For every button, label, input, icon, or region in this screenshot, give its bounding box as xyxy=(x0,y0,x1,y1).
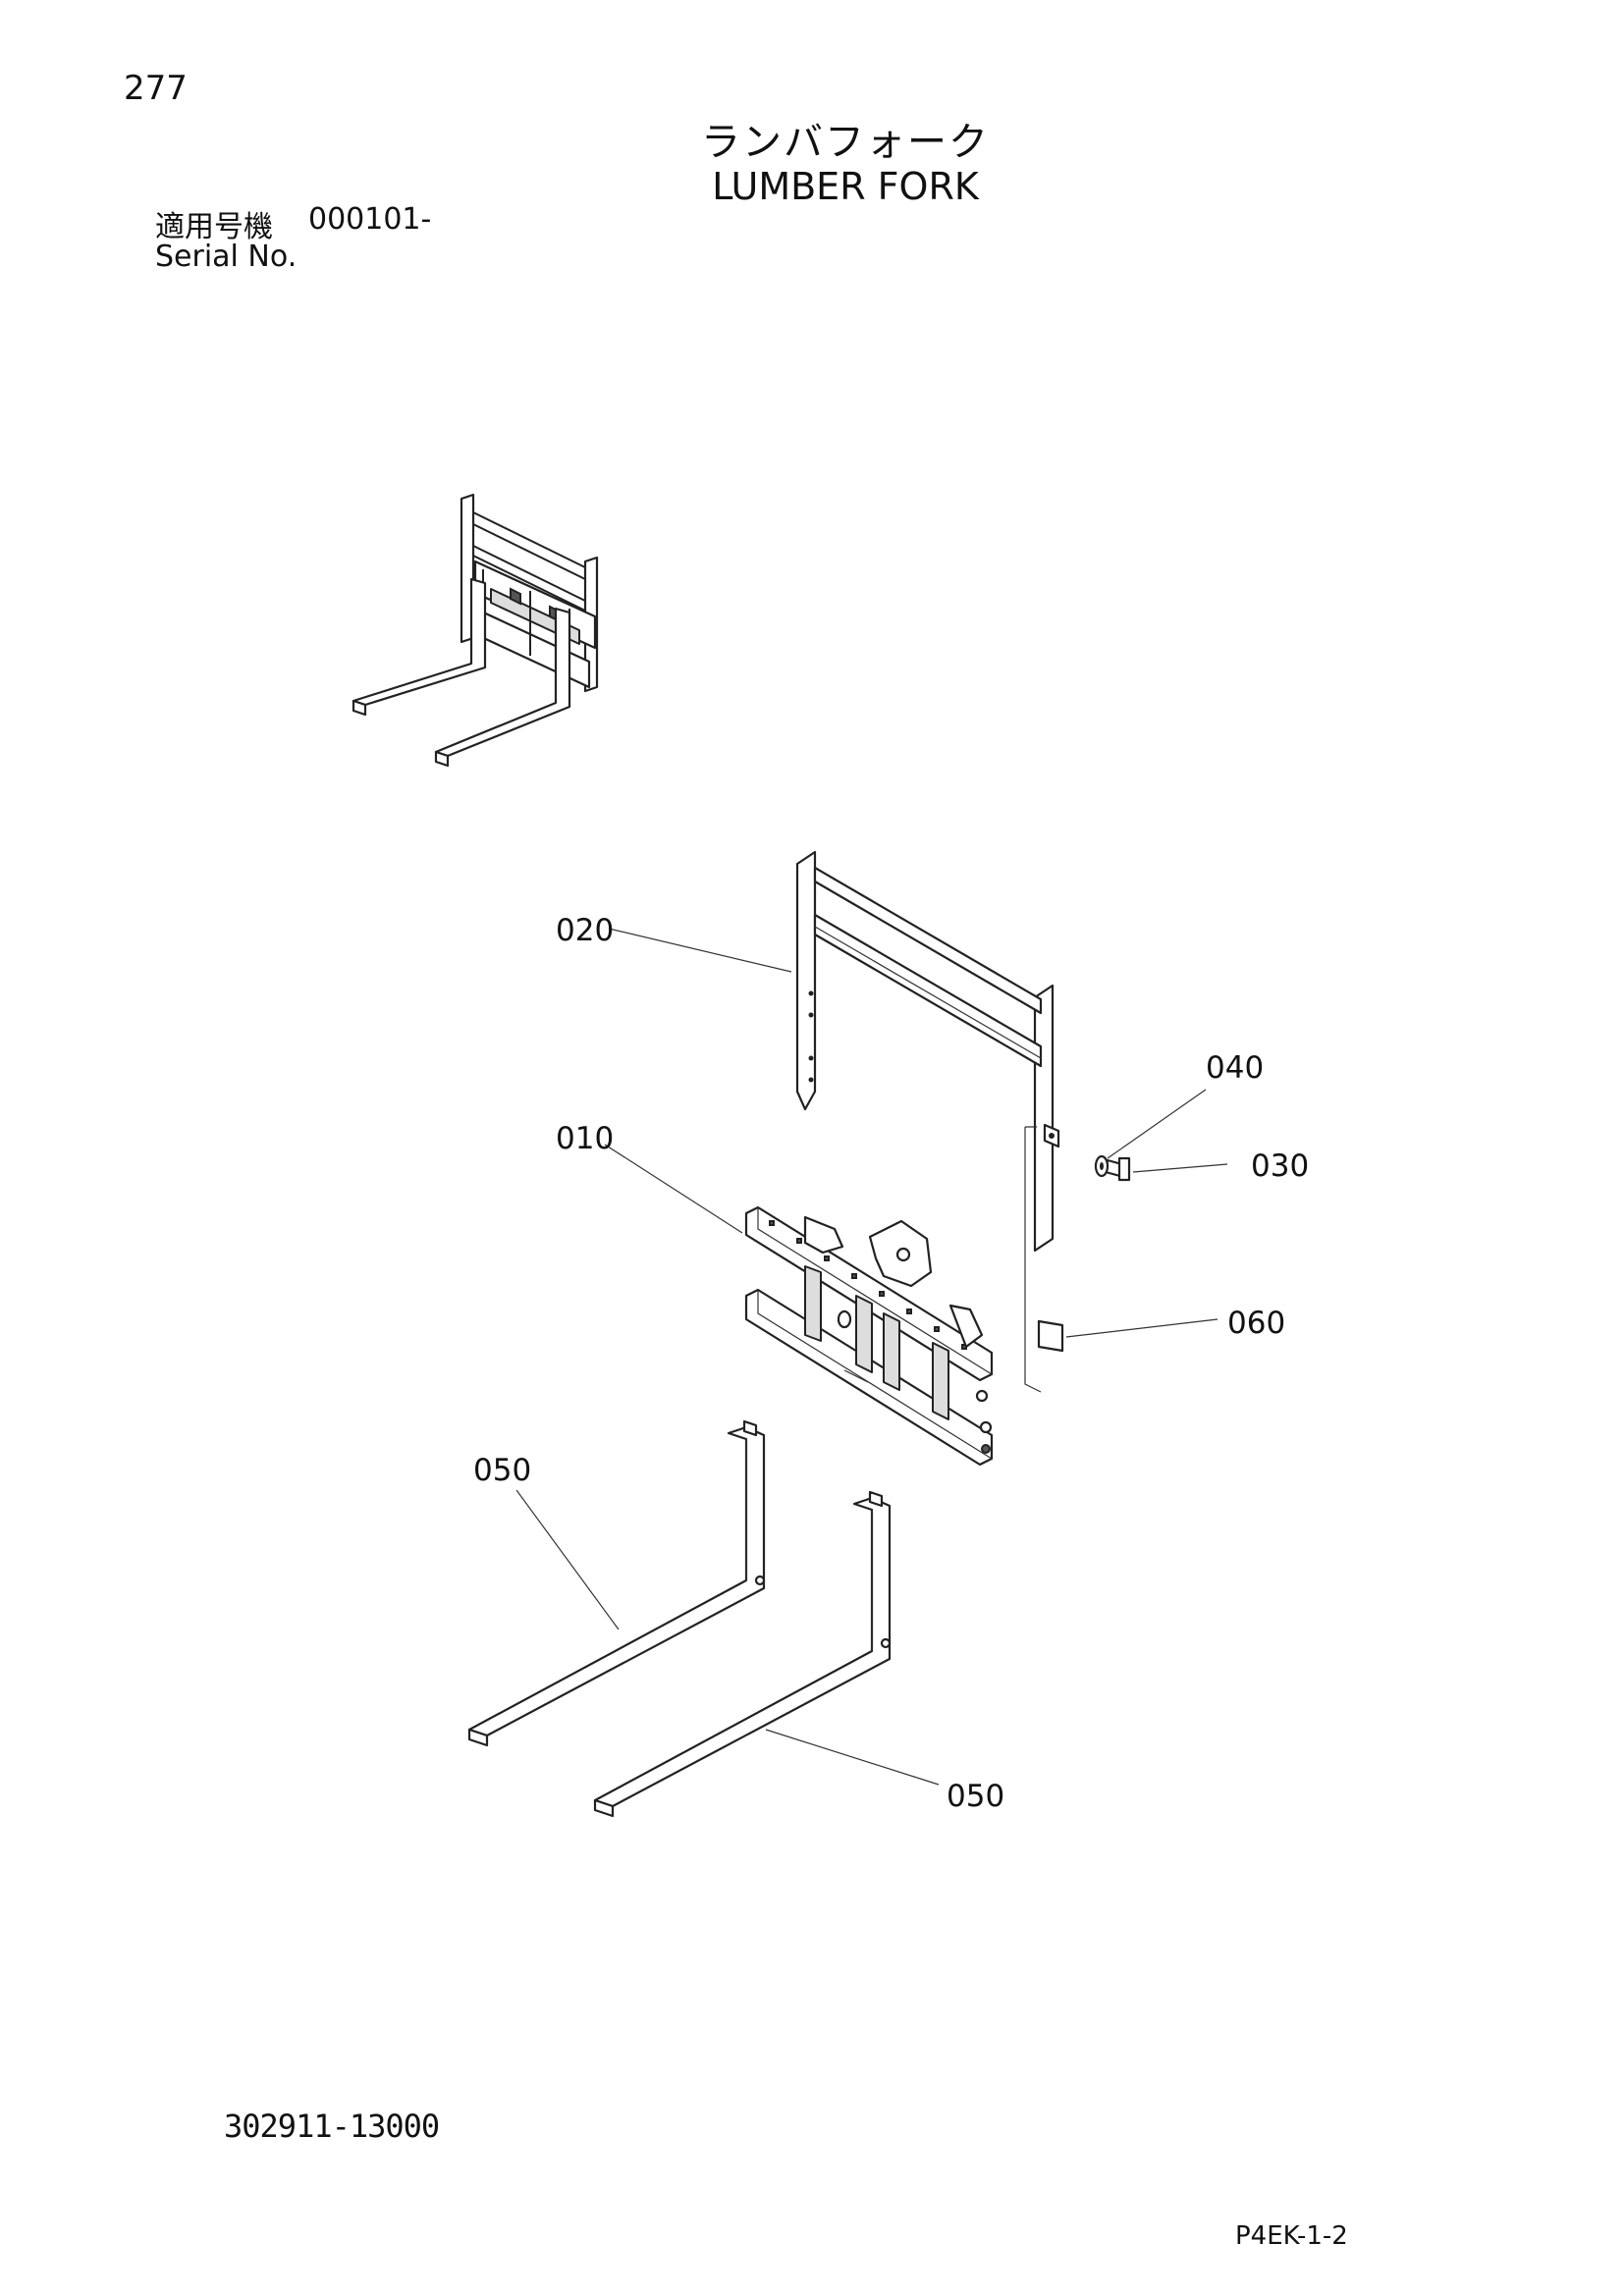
bolt-030 xyxy=(1104,1156,1131,1182)
fork-050-right xyxy=(593,1490,892,1818)
page-number: 277 xyxy=(124,69,188,108)
backrest-frame-020 xyxy=(795,850,1060,1253)
callout-020: 020 xyxy=(556,913,614,948)
fork-carriage-010 xyxy=(744,1205,994,1467)
serial-label-japanese: 適用号機 xyxy=(155,210,273,244)
fork-050-left xyxy=(467,1419,766,1747)
title-english: LUMBER FORK xyxy=(712,165,979,208)
serial-number-value: 000101- xyxy=(308,202,432,237)
callout-030: 030 xyxy=(1251,1148,1309,1184)
callout-050-left: 050 xyxy=(473,1453,531,1488)
drawing-number: 302911-13000 xyxy=(224,2108,440,2145)
callout-050-right: 050 xyxy=(947,1779,1004,1814)
title-japanese: ランバフォーク xyxy=(701,120,990,165)
plate-060 xyxy=(1037,1319,1064,1353)
serial-label-english: Serial No. xyxy=(155,240,298,274)
overview-assembly-drawing xyxy=(352,493,599,768)
washer-040 xyxy=(1094,1154,1110,1178)
callout-060: 060 xyxy=(1227,1306,1285,1341)
callout-010: 010 xyxy=(556,1121,614,1156)
callout-040: 040 xyxy=(1206,1050,1264,1086)
leader-lines xyxy=(515,928,1228,1786)
page-code: P4EK-1-2 xyxy=(1235,2221,1348,2251)
